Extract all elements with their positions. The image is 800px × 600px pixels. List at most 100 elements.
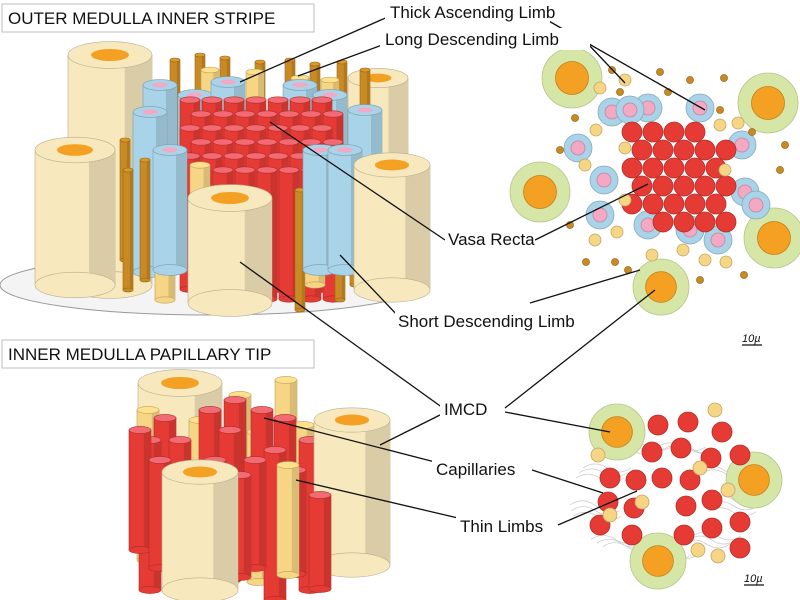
leader-imcd-outer-bundle bbox=[239, 261, 444, 409]
scale-bar-inner: 10µ bbox=[744, 573, 764, 586]
xsec-outer-long-descending-4 bbox=[616, 88, 624, 96]
xsec-inner-capillary-8 bbox=[651, 467, 673, 489]
leader-cap-right bbox=[531, 469, 604, 494]
xsec-inner-interstitium-10 bbox=[687, 535, 737, 545]
xsec-outer-long-descending-2 bbox=[686, 76, 694, 84]
outer-medulla-bundle bbox=[0, 41, 431, 317]
leader-short-left bbox=[339, 254, 401, 319]
xsec-outer-long-descending-8 bbox=[781, 141, 789, 149]
xsec-outer-imcd-1 bbox=[737, 72, 799, 134]
xsec-outer-vasa-recta-23 bbox=[705, 193, 727, 215]
outer-imcd-front-center bbox=[187, 184, 273, 317]
xsec-outer-vasa-recta-3 bbox=[684, 121, 706, 143]
xsec-inner-thin-limb-4 bbox=[720, 482, 736, 498]
xsec-outer-long-descending-6 bbox=[556, 146, 564, 154]
inner-capillary-front-4 bbox=[308, 491, 332, 593]
xsec-outer-thick-limb-6 bbox=[585, 200, 615, 230]
xsec-outer-vasa-recta-11 bbox=[663, 157, 685, 179]
outer-imcd-front-left bbox=[34, 136, 116, 299]
xsec-inner-capillary-6 bbox=[599, 467, 621, 489]
xsec-inner-capillary-17 bbox=[673, 524, 695, 546]
xsec-outer-vasa-recta-22 bbox=[684, 193, 706, 215]
xsec-outer-long-descending-7 bbox=[716, 106, 724, 114]
xsec-inner-capillary-10 bbox=[729, 444, 751, 466]
outer-long-descending-front-1 bbox=[139, 157, 151, 283]
xsec-inner-thin-limb-5 bbox=[602, 507, 618, 523]
xsec-inner-capillary-19 bbox=[729, 537, 751, 559]
label-imcd: IMCD bbox=[444, 400, 487, 419]
xsec-outer-imcd-4 bbox=[632, 258, 690, 316]
xsec-inner-thin-limb-0 bbox=[707, 402, 723, 418]
outer-long-descending-front-5 bbox=[122, 167, 134, 293]
xsec-inner-thin-limb-7 bbox=[710, 548, 726, 564]
xsec-outer-vasa-recta-7 bbox=[694, 139, 716, 161]
leader-short-right bbox=[529, 269, 641, 304]
xsec-outer-short-descending-1 bbox=[618, 73, 632, 87]
xsec-outer-thick-limb-12 bbox=[615, 95, 645, 125]
label-long-descending-limb: Long Descending Limb bbox=[385, 30, 559, 49]
xsec-outer-short-descending-10 bbox=[676, 243, 690, 257]
xsec-inner-imcd-2 bbox=[629, 532, 687, 590]
xsec-outer-vasa-recta-0 bbox=[621, 121, 643, 143]
outer-title-box: OUTER MEDULLA INNER STRIPE bbox=[1, 3, 315, 33]
xsec-outer-long-descending-17 bbox=[611, 258, 619, 266]
xsec-inner-capillary-7 bbox=[625, 469, 647, 491]
xsec-inner-thin-limb-6 bbox=[690, 542, 706, 558]
xsec-outer-thick-limb-11 bbox=[741, 190, 771, 220]
xsec-outer-long-descending-1 bbox=[656, 68, 664, 76]
inner-imcd-front bbox=[161, 459, 239, 600]
xsec-inner-imcd-0 bbox=[588, 403, 646, 461]
xsec-inner-capillary-18 bbox=[701, 517, 723, 539]
xsec-outer-vasa-recta-12 bbox=[684, 157, 706, 179]
xsec-outer-short-descending-11 bbox=[698, 253, 712, 267]
xsec-outer-long-descending-11 bbox=[582, 258, 590, 266]
label-thick-ascending-limb: Thick Ascending Limb bbox=[390, 3, 555, 22]
xsec-outer-long-descending-16 bbox=[748, 128, 756, 136]
xsec-inner-imcd-1 bbox=[725, 451, 783, 509]
outer-section-title: OUTER MEDULLA INNER STRIPE bbox=[8, 9, 275, 28]
xsec-outer-short-descending-0 bbox=[593, 81, 607, 95]
xsec-outer-vasa-recta-2 bbox=[663, 121, 685, 143]
label-vasa-recta: Vasa Recta bbox=[448, 230, 535, 249]
xsec-inner-capillary-4 bbox=[670, 437, 692, 459]
outer-thick-ascending-front-0 bbox=[152, 144, 188, 276]
xsec-outer-vasa-recta-21 bbox=[663, 193, 685, 215]
xsec-outer-short-descending-12 bbox=[719, 255, 733, 269]
xsec-inner-capillary-5 bbox=[700, 447, 722, 469]
xsec-inner-capillary-2 bbox=[711, 421, 733, 443]
xsec-outer-thick-limb-4 bbox=[589, 165, 619, 195]
label-thin-limbs: Thin Limbs bbox=[460, 517, 543, 536]
xsec-outer-vasa-recta-4 bbox=[631, 139, 653, 161]
label-short-descending-limb: Short Descending Limb bbox=[398, 312, 575, 331]
xsec-outer-vasa-recta-14 bbox=[631, 175, 653, 197]
xsec-outer-short-descending-2 bbox=[589, 123, 603, 137]
xsec-outer-long-descending-14 bbox=[740, 271, 748, 279]
outer-cross-section bbox=[509, 47, 800, 316]
xsec-outer-short-descending-5 bbox=[713, 118, 727, 132]
leader-cap-left bbox=[263, 417, 436, 463]
xsec-inner-capillary-14 bbox=[701, 489, 723, 511]
xsec-outer-short-descending-8 bbox=[588, 233, 602, 247]
label-capillaries: Capillaries bbox=[436, 460, 515, 479]
outer-imcd-front-right bbox=[353, 152, 431, 303]
inner-title-box: INNER MEDULLA PAPILLARY TIP bbox=[1, 339, 315, 369]
xsec-outer-long-descending-3 bbox=[720, 74, 728, 82]
xsec-outer-vasa-recta-26 bbox=[694, 211, 716, 233]
xsec-outer-vasa-recta-10 bbox=[642, 157, 664, 179]
inner-cross-section bbox=[570, 402, 783, 590]
xsec-inner-thin-limb-1 bbox=[590, 447, 606, 463]
xsec-inner-capillary-13 bbox=[675, 495, 697, 517]
xsec-outer-long-descending-9 bbox=[776, 166, 784, 174]
xsec-inner-capillary-16 bbox=[621, 524, 643, 546]
xsec-outer-vasa-recta-6 bbox=[673, 139, 695, 161]
xsec-inner-capillary-15 bbox=[729, 511, 751, 533]
xsec-outer-vasa-recta-27 bbox=[715, 211, 737, 233]
xsec-inner-thin-limb-3 bbox=[634, 494, 650, 510]
xsec-outer-imcd-2 bbox=[509, 161, 571, 223]
leader-imcd-inner-bundle bbox=[379, 414, 441, 446]
xsec-outer-vasa-recta-25 bbox=[673, 211, 695, 233]
scale-label-outer: 10µ bbox=[742, 333, 761, 345]
xsec-inner-capillary-0 bbox=[647, 414, 669, 436]
inner-capillary-front-0 bbox=[128, 426, 152, 554]
xsec-outer-short-descending-6 bbox=[718, 163, 732, 177]
